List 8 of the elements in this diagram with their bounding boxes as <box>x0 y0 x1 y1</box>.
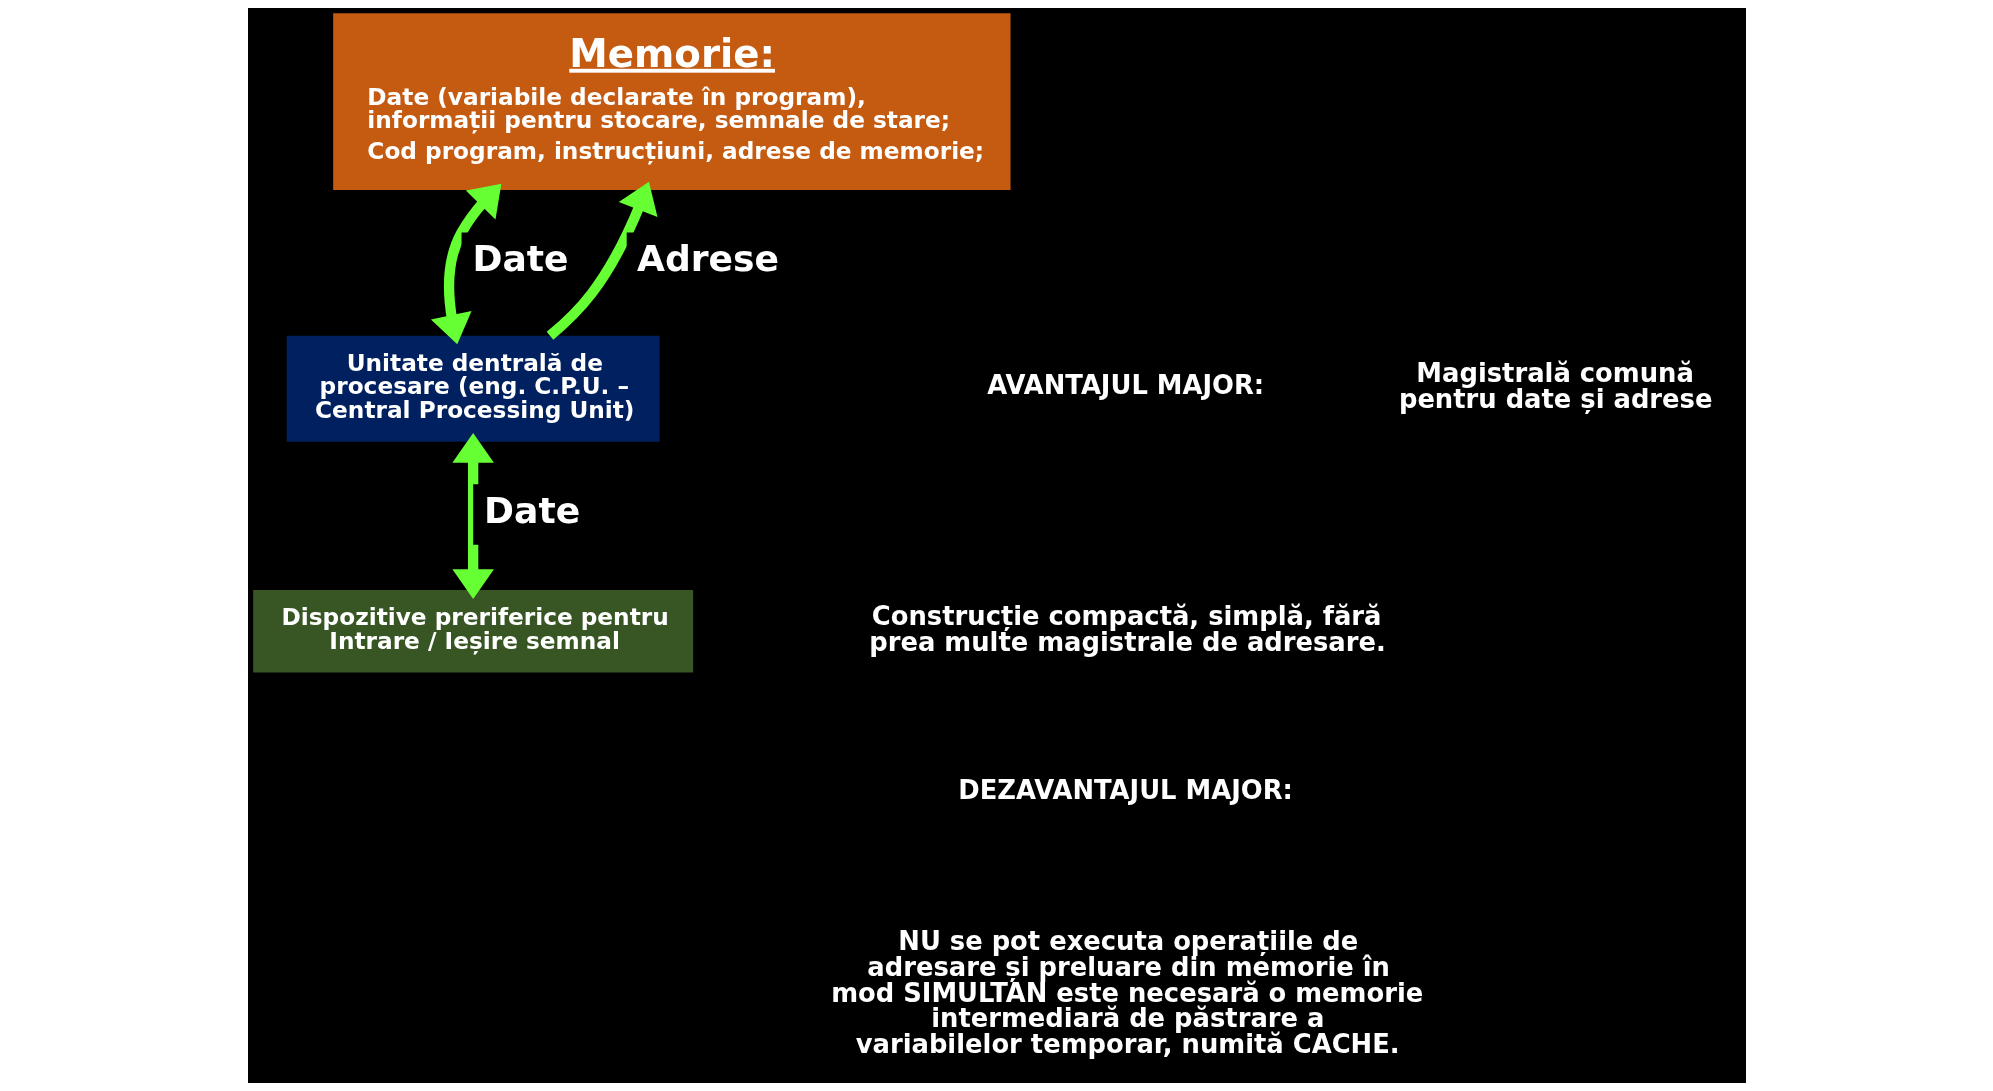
edge-label: Date <box>472 237 569 281</box>
label: Magistrală comună pentru date și adrese <box>1398 358 1712 415</box>
edge-label: Date <box>483 488 580 532</box>
edge-label: Adrese <box>636 237 779 281</box>
label: AVANTAJUL MAJOR: <box>986 369 1264 400</box>
label: NU se pot executa operațiile de adresare și preluare din memorie în mod SIMULTAN este necesară o memorie intermediară de păstrare a variabilelor temporar, numită CACHE. <box>830 926 1423 1060</box>
label: Construcție compactă, simplă, fără prea multe magistrale de adresare. <box>868 600 1386 657</box>
label: DEZAVANTAJUL MAJOR: <box>957 775 1293 806</box>
